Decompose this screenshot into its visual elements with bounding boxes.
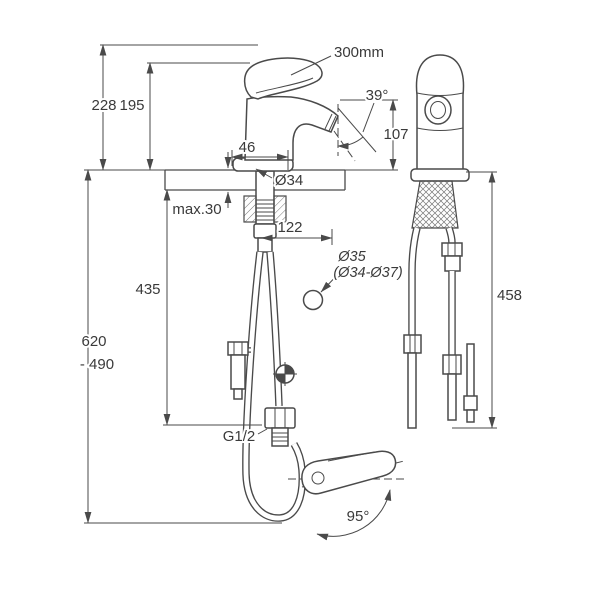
mounting-hole-symbol — [302, 289, 324, 311]
hose-fitting-middle — [442, 354, 462, 421]
dim-300mm-label: 300mm — [334, 44, 384, 61]
angle-ref-stream — [337, 107, 377, 153]
mounting-nut-left — [243, 195, 257, 223]
dim-620-label: 620 — [81, 333, 106, 350]
position-marker-symbol — [273, 362, 297, 386]
check-valve-front — [441, 242, 463, 272]
dim-g12-label: G1/2 — [223, 428, 256, 445]
g12-thread-connector — [264, 407, 296, 447]
aerator-outlet — [324, 113, 337, 132]
dim-122-label: 122 — [277, 219, 302, 236]
dim-435-label: 435 — [135, 281, 160, 298]
leader-hose-length — [290, 55, 332, 76]
dim-490-label: - 490 — [80, 356, 114, 373]
mounting-deck-section — [164, 169, 346, 191]
quick-connector-upper — [253, 223, 277, 239]
dim-39deg-label: 39° — [366, 87, 389, 104]
quick-connector-lower — [257, 237, 273, 253]
hose-fitting-left — [403, 334, 422, 429]
lever-opening — [424, 95, 452, 125]
handle-pivot — [311, 471, 325, 485]
dim-458-label: 458 — [497, 287, 522, 304]
dim-195-label: 195 — [119, 97, 144, 114]
faucet-lever — [243, 57, 323, 100]
faucet-body-spout — [244, 95, 339, 161]
leader-angle-39 — [362, 102, 375, 133]
dim-46-label: 46 — [239, 139, 256, 156]
mounting-nut-right — [273, 195, 287, 223]
swivel-arc — [316, 489, 392, 541]
handle-outline — [301, 450, 397, 495]
dim-228-label: 228 — [91, 97, 116, 114]
braided-hoses — [411, 180, 459, 229]
hose-fitting-right — [463, 343, 478, 423]
front-flange — [410, 168, 470, 182]
dim-max30-label: max.30 — [172, 201, 221, 218]
dimension-annotations: 300mm 39° 228 195 46 107 Ø34 max.30 122 … — [78, 42, 524, 527]
dim-o34-o37-label: (Ø34-Ø37) — [333, 265, 402, 281]
leader-hole-diameter — [320, 266, 346, 293]
angle-arc-39 — [337, 136, 364, 150]
leader-base-diameter — [255, 168, 273, 179]
dim-o34-label: Ø34 — [275, 172, 303, 189]
handle-top-view — [288, 450, 408, 541]
dim-95deg-label: 95° — [347, 508, 370, 525]
dim-o35-label: Ø35 — [337, 249, 366, 265]
check-valve-side — [227, 341, 249, 400]
faucet-side-view — [227, 57, 356, 522]
faucet-front-view — [403, 54, 478, 429]
leader-thread — [257, 428, 268, 435]
dim-107-label: 107 — [383, 126, 408, 143]
